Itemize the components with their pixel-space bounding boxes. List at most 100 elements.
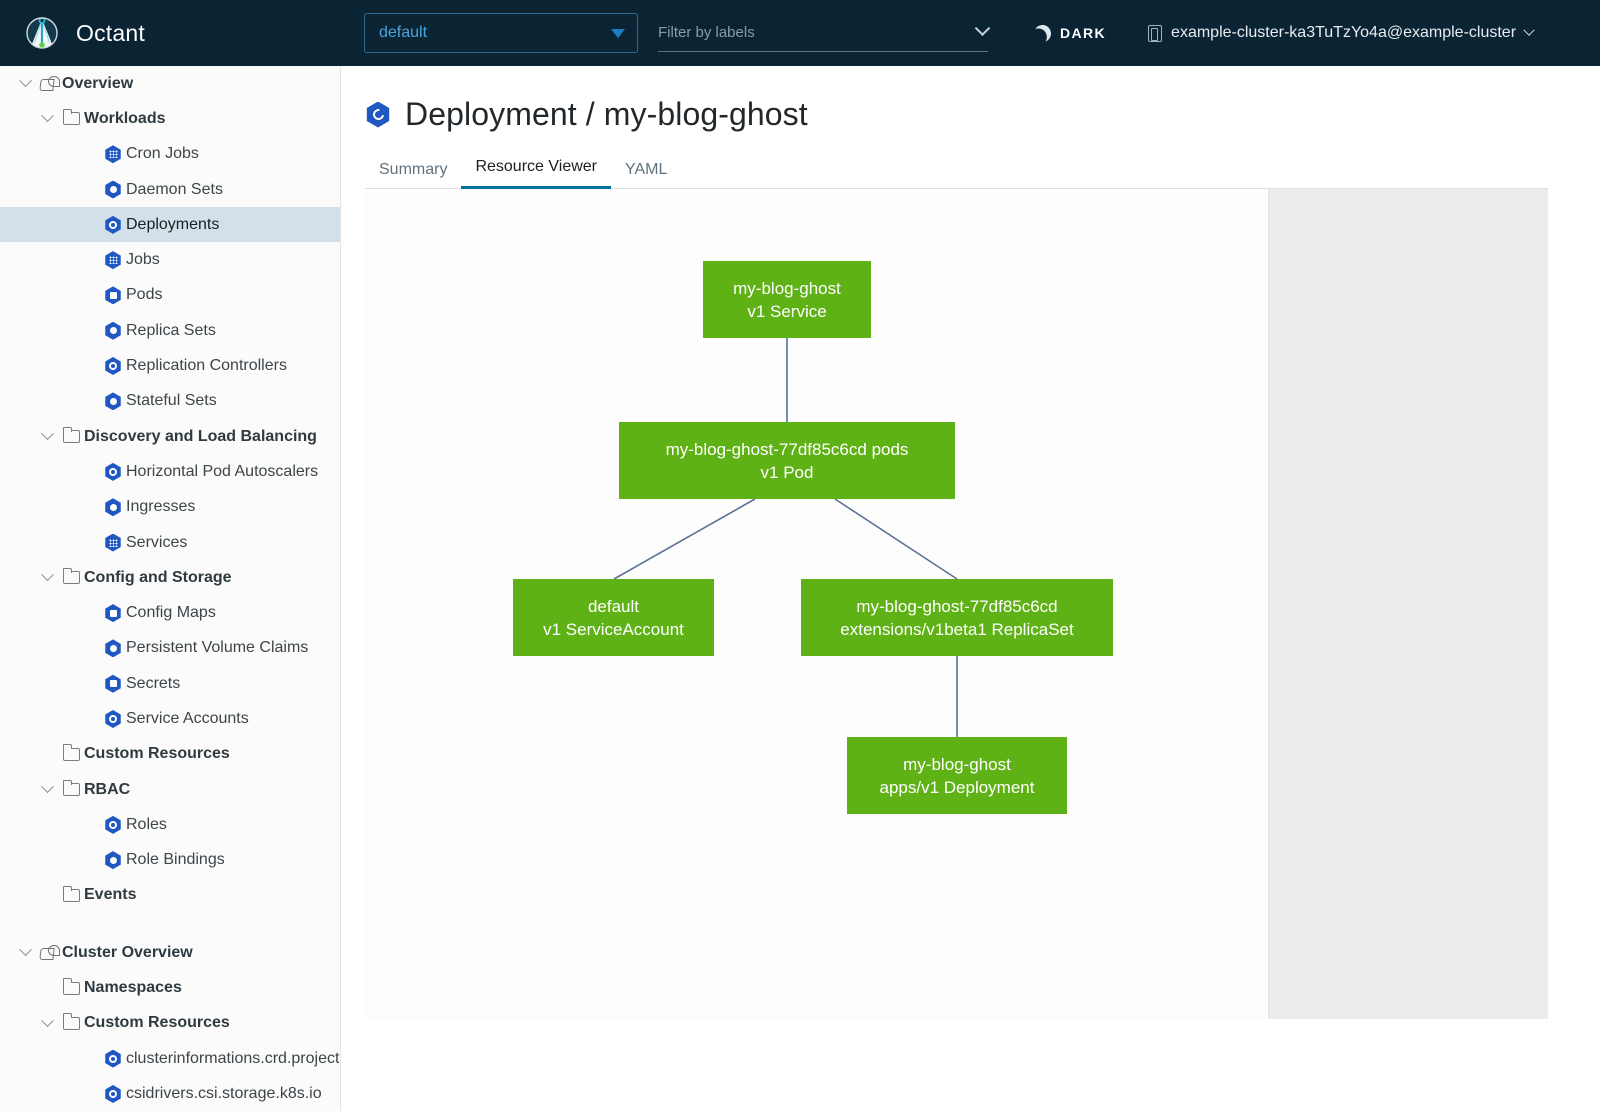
folder-icon [58, 1013, 84, 1030]
graph-node-pod[interactable]: my-blog-ghost-77df85c6cd pods v1 Pod [619, 422, 955, 499]
graph-node-name: my-blog-ghost-77df85c6cd pods [665, 439, 909, 459]
sidebar-item-deployments[interactable]: Deployments [0, 207, 340, 243]
sidebar-item-role-bindings[interactable]: Role Bindings [0, 843, 340, 878]
secret-icon [100, 674, 126, 693]
page-title-text: Deployment / my-blog-ghost [405, 96, 808, 132]
sidebar-item-label: clusterinformations.crd.project [126, 1049, 340, 1067]
graph-node-name: default [587, 596, 640, 616]
configmap-icon [105, 604, 121, 623]
sidebar-item-pods[interactable]: Pods [0, 278, 340, 313]
sidebar-item-service-accounts[interactable]: Service Accounts [0, 701, 340, 736]
crd-icon [105, 1084, 121, 1103]
sidebar-item-daemon-sets[interactable]: Daemon Sets [0, 172, 340, 207]
service-icon [105, 533, 121, 552]
sidebar-item-label: Stateful Sets [126, 392, 217, 410]
sidebar-item-label: Discovery and Load Balancing [84, 427, 317, 445]
pvc-icon [100, 639, 126, 658]
cluster-selector[interactable]: example-cluster-ka3TuTzYo4a@example-clus… [1148, 24, 1535, 42]
sidebar-item-config-and-storage[interactable]: Config and Storage [0, 560, 340, 595]
replicaset-icon [105, 321, 121, 340]
brand[interactable]: Octant [0, 13, 340, 53]
namespace-value: default [379, 24, 428, 41]
sidebar-item-services[interactable]: Services [0, 525, 340, 560]
overview-icon [40, 76, 60, 91]
folder-icon [58, 426, 84, 444]
role-icon [100, 815, 126, 834]
sidebar-item-label: Custom Resources [84, 1014, 230, 1032]
sidebar-item-secrets[interactable]: Secrets [0, 666, 340, 701]
sidebar-item-replica-sets[interactable]: Replica Sets [0, 313, 340, 348]
tab-bar: Summary Resource Viewer YAML [365, 155, 1548, 189]
namespace-select[interactable]: default [364, 13, 638, 53]
sidebar-item-jobs[interactable]: Jobs [0, 242, 340, 277]
sidebar-item-label: Config Maps [126, 604, 216, 622]
folder-icon [62, 1013, 80, 1030]
sidebar-item-cron-jobs[interactable]: Cron Jobs [0, 137, 340, 172]
folder-icon [62, 978, 80, 995]
sidebar-item-roles[interactable]: Roles [0, 807, 340, 842]
sidebar-item-events[interactable]: Events [0, 878, 340, 913]
rolebinding-icon [100, 851, 126, 870]
sidebar-item-csidrivers-csi-storage-k8s-io[interactable]: csidrivers.csi.storage.k8s.io [0, 1076, 340, 1111]
sidebar-item-label: Overview [62, 74, 134, 92]
expander-toggle[interactable] [14, 74, 36, 88]
graph-node-name: my-blog-ghost [733, 278, 841, 298]
sidebar-item-horizontal-pod-autoscalers[interactable]: Horizontal Pod Autoscalers [0, 454, 340, 489]
graph-node-kind: v1 Pod [760, 462, 814, 482]
sidebar-item-stateful-sets[interactable]: Stateful Sets [0, 384, 340, 419]
statefulset-icon [100, 392, 126, 411]
page-title: Deployment / my-blog-ghost [365, 96, 1600, 133]
rack-icon [1148, 24, 1163, 42]
tab-yaml[interactable]: YAML [625, 161, 668, 178]
hpa-icon [105, 462, 121, 481]
sidebar-item-label: Replica Sets [126, 321, 216, 339]
sidebar-item-persistent-volume-claims[interactable]: Persistent Volume Claims [0, 631, 340, 666]
sidebar-item-workloads[interactable]: Workloads [0, 101, 340, 136]
sidebar-item-clusterinformations-crd-project[interactable]: clusterinformations.crd.project [0, 1041, 340, 1076]
expander-toggle[interactable] [36, 568, 58, 582]
chevron-down-icon [974, 20, 991, 37]
ingress-icon [100, 498, 126, 517]
sidebar-item-custom-resources[interactable]: Custom Resources [0, 1006, 340, 1041]
replicationcontroller-icon [105, 357, 121, 376]
octant-logo-icon [22, 13, 62, 53]
tab-summary[interactable]: Summary [379, 161, 448, 178]
expander-toggle[interactable] [36, 780, 58, 794]
pod-icon [100, 286, 126, 305]
expander-toggle[interactable] [36, 1014, 58, 1028]
serviceaccount-icon [100, 709, 126, 728]
sidebar-item-ingresses[interactable]: Ingresses [0, 490, 340, 525]
sidebar-item-label: Deployments [126, 215, 220, 233]
sidebar-item-custom-resources[interactable]: Custom Resources [0, 737, 340, 772]
graph-edge-pod-rs [834, 498, 958, 580]
expander-toggle[interactable] [36, 109, 58, 123]
expander-toggle[interactable] [14, 943, 36, 957]
hpa-icon [100, 462, 126, 481]
expander-toggle[interactable] [36, 427, 58, 441]
sidebar-item-namespaces[interactable]: Namespaces [0, 970, 340, 1005]
graph-edges [613, 338, 958, 737]
sidebar-item-discovery-and-load-balancing[interactable]: Discovery and Load Balancing [0, 419, 340, 454]
sidebar-item-replication-controllers[interactable]: Replication Controllers [0, 348, 340, 383]
daemonset-icon [105, 180, 121, 199]
chevron-down-icon [40, 109, 54, 123]
label-filter[interactable] [658, 14, 991, 52]
label-filter-input[interactable] [658, 24, 938, 41]
sidebar-item-overview[interactable]: Overview [0, 66, 340, 101]
tab-resource-viewer[interactable]: Resource Viewer [461, 158, 611, 189]
theme-toggle-button[interactable]: DARK [1034, 25, 1106, 42]
serviceaccount-icon [105, 709, 121, 728]
sidebar-item-label: Custom Resources [84, 745, 230, 763]
deployment-icon [100, 215, 126, 234]
folder-icon [58, 885, 84, 902]
sidebar-item-label: Workloads [84, 109, 166, 127]
sidebar-item-config-maps[interactable]: Config Maps [0, 595, 340, 630]
job-icon [100, 251, 126, 270]
sidebar-item-cluster-overview[interactable]: Cluster Overview [0, 935, 340, 970]
sidebar-item-rbac[interactable]: RBAC [0, 772, 340, 807]
